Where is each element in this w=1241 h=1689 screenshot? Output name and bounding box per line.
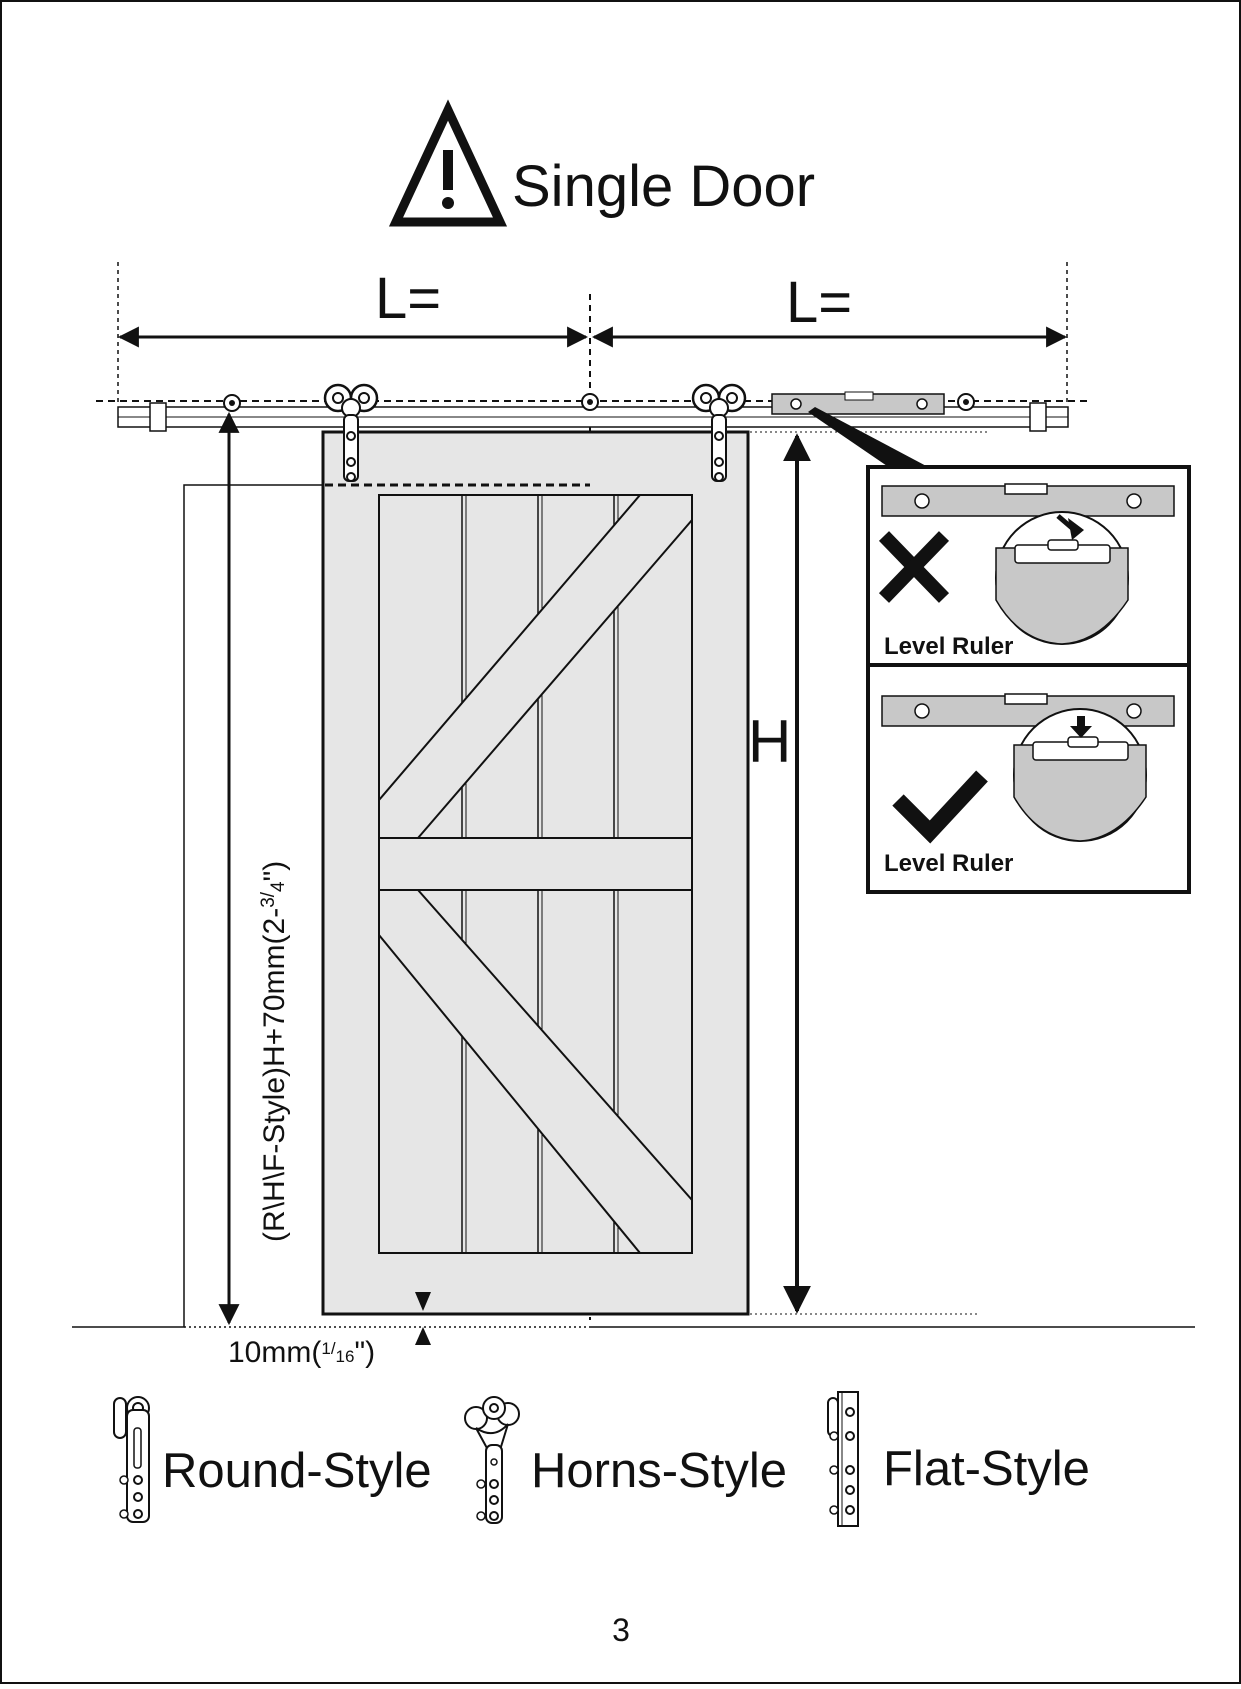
barn-door bbox=[321, 430, 750, 1316]
rail-height-text: (R\H\F-Style)H+70mm(2- bbox=[258, 908, 291, 1242]
correct-level-label: Level Ruler bbox=[884, 850, 1013, 877]
floor-gap-label: 10mm(1/16") bbox=[228, 1336, 375, 1369]
rail-height-close: ") bbox=[258, 861, 291, 882]
page-number: 3 bbox=[612, 1612, 630, 1648]
floor-gap-frac-num: 1 bbox=[321, 1339, 330, 1358]
floor-gap-close: ") bbox=[354, 1336, 375, 1369]
rail-height-frac-den: 4 bbox=[268, 881, 289, 892]
rail-height-frac-num: 3 bbox=[258, 897, 279, 908]
level-ruler-icon bbox=[771, 391, 945, 468]
floor-gap-frac-den: 16 bbox=[336, 1347, 355, 1366]
flat-hanger-icon bbox=[827, 1391, 859, 1527]
rail-height-label: (R\H\F-Style)H+70mm(2-3/4") bbox=[258, 861, 291, 1242]
horns-style-label: Horns-Style bbox=[531, 1444, 787, 1498]
door-hanger-icon bbox=[691, 383, 747, 482]
horns-hanger-icon bbox=[464, 1396, 520, 1524]
svg-text:(R\H\F-Style)H+70mm(2-3/4"): (R\H\F-Style)H+70mm(2-3/4") bbox=[258, 861, 291, 1242]
page-title: Single Door bbox=[512, 154, 815, 219]
wall-anchor-icon bbox=[223, 393, 975, 412]
door-hanger-icon bbox=[323, 383, 379, 482]
left-width-label: L= bbox=[375, 266, 441, 331]
cross-icon bbox=[878, 531, 950, 603]
wall-outline bbox=[72, 484, 1195, 1328]
wrong-level-label: Level Ruler bbox=[884, 633, 1013, 660]
check-icon bbox=[892, 770, 988, 844]
right-width-label: L= bbox=[786, 270, 852, 335]
floor-gap-text: 10mm( bbox=[228, 1336, 321, 1369]
floor-gap-arrows bbox=[415, 1292, 431, 1345]
round-style-label: Round-Style bbox=[162, 1444, 432, 1498]
warning-icon bbox=[388, 99, 508, 227]
round-hanger-icon bbox=[113, 1396, 150, 1523]
level-check-panel bbox=[866, 465, 1191, 894]
flat-style-label: Flat-Style bbox=[883, 1442, 1090, 1496]
door-height-label: H bbox=[748, 708, 791, 775]
